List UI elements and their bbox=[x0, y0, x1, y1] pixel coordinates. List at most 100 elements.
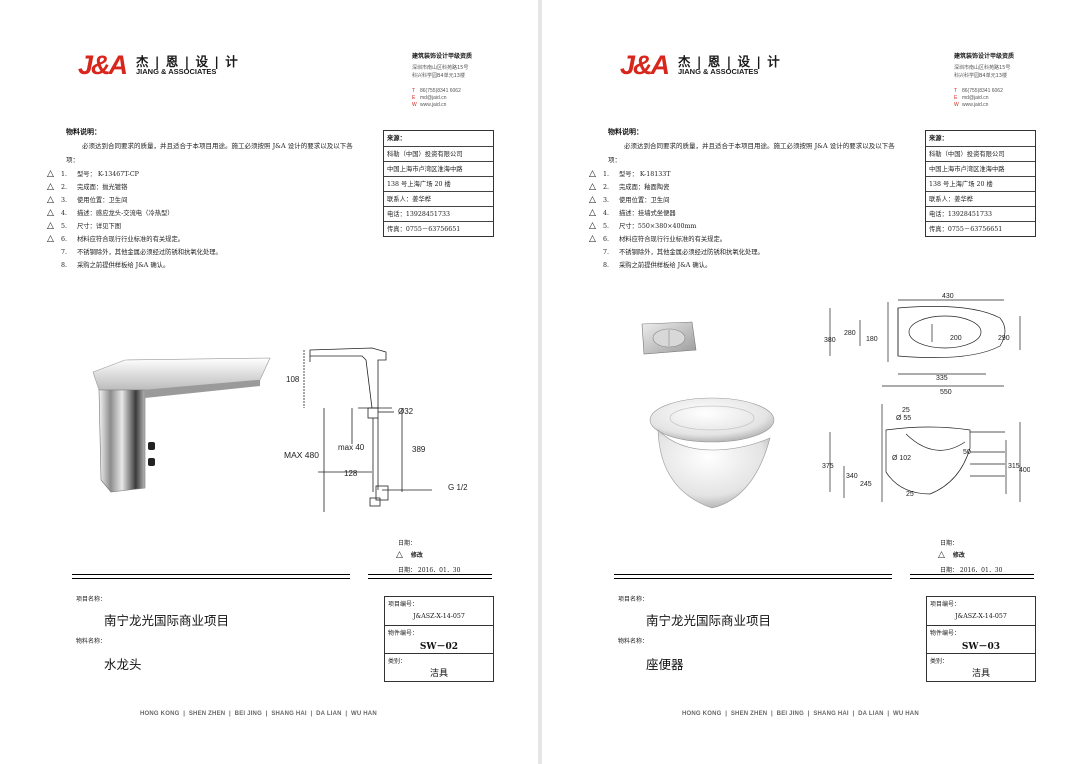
item-list: △1.型号： K-13467T-CP △2.完成面：抛光镀铬 △3.使用位置：卫… bbox=[47, 168, 367, 272]
dim-550: 550 bbox=[940, 389, 952, 396]
dim-315: 315 bbox=[1008, 463, 1020, 470]
category-cell: 类别： 洁具 bbox=[927, 653, 1035, 681]
list-item: △1.型号： K-13467T-CP bbox=[47, 169, 139, 179]
revision-triangle-icon: △ bbox=[938, 550, 945, 560]
material-name-label: 物料名称： bbox=[76, 638, 107, 645]
project-no-label: 项目编号： bbox=[930, 601, 961, 608]
material-intro: 必须达到合同要求的质量，并且适合于本项目用途。施工必须按照 J&A 设计的要求以… bbox=[608, 142, 895, 164]
list-item: △5.尺寸：550×380×400mm bbox=[589, 221, 697, 231]
material-heading: 物料说明： bbox=[66, 127, 101, 136]
dim-25-top: 25 bbox=[902, 407, 910, 414]
web-value: www.jaid.cn bbox=[962, 102, 989, 108]
logo-mark: J&A bbox=[78, 50, 128, 80]
flush-plate-image bbox=[641, 321, 697, 355]
dim-400: 400 bbox=[1019, 467, 1030, 474]
address-block: 深圳市南山区科苑路15号 科兴科学园B4单元13楼 bbox=[954, 64, 1010, 80]
source-company: 科勒（中国）投资有限公司 bbox=[384, 146, 493, 161]
date-value: 日期： 2016．01．30 bbox=[940, 567, 1003, 574]
item-no-value: SW－03 bbox=[961, 642, 1001, 652]
project-info-box: 项目编号： J&ASZ-X-14-057 物件编号： SW－02 类别： 洁具 bbox=[384, 596, 494, 682]
date-value: 日期： 2016．01．30 bbox=[398, 567, 461, 574]
company-logo: J&A bbox=[620, 50, 670, 80]
category-cell: 类别： 洁具 bbox=[385, 653, 493, 681]
item-no-cell: 物件编号： SW－03 bbox=[927, 625, 1035, 653]
revision-triangle-icon: △ bbox=[589, 182, 596, 192]
logo-english-name: JIANG & ASSOCIATES bbox=[136, 67, 217, 76]
source-address1: 中国上海市卢湾区淮海中路 bbox=[384, 161, 493, 176]
faucet-dimension-drawing: 108 Ø32 max 40 389 MAX 480 128 G 1/2 bbox=[284, 347, 468, 512]
source-address1: 中国上海市卢湾区淮海中路 bbox=[926, 161, 1035, 176]
item-no-label: 物件编号： bbox=[930, 630, 961, 637]
toilet-plan-drawing: 430 280 180 380 200 290 335 550 bbox=[824, 293, 1021, 396]
revision-label: 修改 bbox=[410, 552, 423, 559]
material-name-label: 物料名称： bbox=[618, 638, 649, 645]
material-name: 水龙头 bbox=[104, 657, 142, 672]
source-address2: 138 号上海广场 20 楼 bbox=[384, 176, 493, 191]
dim-108: 108 bbox=[286, 375, 300, 384]
list-item: △6.材料应符合现行行业标准的有关规定。 bbox=[589, 234, 727, 244]
list-item: △1.型号： K-18133T bbox=[589, 169, 671, 179]
project-no-cell: 项目编号： J&ASZ-X-14-057 bbox=[385, 597, 493, 625]
project-no-value: J&ASZ-X-14-057 bbox=[413, 613, 465, 620]
revision-triangle-icon: △ bbox=[589, 234, 596, 244]
dim-245: 245 bbox=[860, 481, 872, 488]
project-name: 南宁龙光国际商业项目 bbox=[646, 613, 772, 628]
revision-row: △ 修改 bbox=[938, 550, 965, 560]
source-contact: 联系人：姜华桦 bbox=[384, 191, 493, 206]
source-contact: 联系人：姜华桦 bbox=[926, 191, 1035, 206]
revision-triangle-icon: △ bbox=[47, 234, 54, 244]
dim-50: 50 bbox=[963, 449, 971, 456]
dim-g12: G 1/2 bbox=[448, 483, 468, 492]
spec-sheet-faucet: J&A 杰 | 恩 | 设 | 计 JIANG & ASSOCIATES 建筑装… bbox=[0, 0, 538, 764]
source-box: 来源： 科勒（中国）投资有限公司 中国上海市卢湾区淮海中路 138 号上海广场 … bbox=[383, 130, 494, 237]
toilet-side-drawing: 25 Ø 55 Ø 102 50 375 340 245 25 315 400 bbox=[822, 404, 1030, 502]
logo-chinese-name: 杰 | 恩 | 设 | 计 bbox=[678, 54, 781, 69]
revision-triangle-icon: △ bbox=[589, 208, 596, 218]
logo-mark: J&A bbox=[620, 50, 670, 80]
revision-triangle-icon: △ bbox=[589, 195, 596, 205]
revision-triangle-icon: △ bbox=[396, 550, 403, 560]
project-label: 项目名称： bbox=[618, 596, 649, 603]
revision-triangle-icon: △ bbox=[589, 221, 596, 231]
material-intro: 必须达到合同要求的质量，并且适合于本项目用途。施工必须按照 J&A 设计的要求以… bbox=[66, 142, 353, 164]
project-no-label: 项目编号： bbox=[388, 601, 419, 608]
dim-diameter-55: Ø 55 bbox=[896, 415, 911, 422]
tel-value: 86(755)8341 6062 bbox=[420, 88, 461, 94]
material-name: 座便器 bbox=[646, 657, 684, 672]
revision-triangle-icon: △ bbox=[47, 195, 54, 205]
dim-375: 375 bbox=[822, 463, 834, 470]
dim-25-bottom: 25 bbox=[906, 491, 914, 498]
source-address2: 138 号上海广场 20 楼 bbox=[926, 176, 1035, 191]
dim-290: 290 bbox=[998, 335, 1010, 342]
spec-sheet-toilet: J&A 杰 | 恩 | 设 | 计 JIANG & ASSOCIATES 建筑装… bbox=[542, 0, 1080, 764]
footer-cities: HONG KONG | SHEN ZHEN | BEI JING | SHANG… bbox=[682, 711, 919, 717]
list-item: △4.描述：挂墙式坐便器 bbox=[589, 208, 676, 218]
email-value: md@jaid.cn bbox=[962, 95, 989, 101]
revision-triangle-icon: △ bbox=[589, 169, 596, 179]
toilet-product-image bbox=[649, 397, 775, 509]
source-phone: 电话：13928451733 bbox=[384, 206, 493, 221]
list-item: △2.完成面：釉面陶瓷 bbox=[589, 182, 670, 192]
dim-380: 380 bbox=[824, 337, 836, 344]
project-name: 南宁龙光国际商业项目 bbox=[104, 613, 230, 628]
address-line2: 科兴科学园B4单元13楼 bbox=[412, 73, 465, 79]
revision-triangle-icon: △ bbox=[47, 182, 54, 192]
list-item: △3.使用位置：卫生间 bbox=[47, 195, 128, 205]
dim-430: 430 bbox=[942, 293, 954, 300]
list-item: △6.材料应符合现行行业标准的有关规定。 bbox=[47, 234, 185, 244]
dim-diameter-102: Ø 102 bbox=[892, 455, 911, 462]
list-item: 7.不锈钢除外，其他金属必须经过防锈和抗氧化处理。 bbox=[61, 249, 222, 256]
list-item: △4.描述：感应龙头-交流电（冷热型） bbox=[47, 208, 174, 218]
list-item: △5.尺寸：详见下图 bbox=[47, 221, 122, 231]
address-line1: 深圳市南山区科苑路15号 bbox=[412, 65, 469, 71]
address-line1: 深圳市南山区科苑路15号 bbox=[954, 65, 1011, 71]
revision-row: △ 修改 bbox=[396, 550, 423, 560]
dim-389: 389 bbox=[412, 445, 426, 454]
source-title: 来源： bbox=[387, 135, 406, 142]
item-no-cell: 物件编号： SW－02 bbox=[385, 625, 493, 653]
project-label: 项目名称： bbox=[76, 596, 107, 603]
revision-triangle-icon: △ bbox=[47, 169, 54, 179]
dim-335: 335 bbox=[936, 375, 948, 382]
